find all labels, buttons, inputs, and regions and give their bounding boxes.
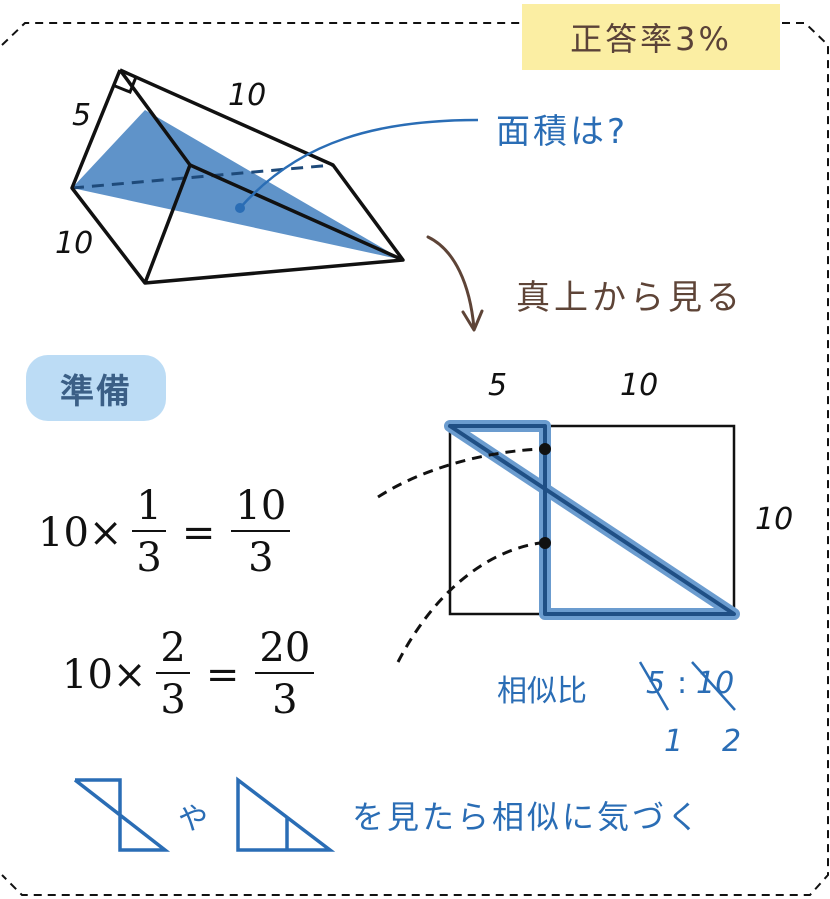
eq1-lhs: 10× xyxy=(38,510,123,556)
equation-2: 10× 2 3 = 20 3 xyxy=(62,624,324,726)
ratio-separator: : xyxy=(677,666,688,701)
eq1-result-denominator: 3 xyxy=(248,535,274,581)
similarity-ratio-label: 相似比 xyxy=(497,674,587,709)
prism-label-5: 5 xyxy=(72,98,92,133)
tip-text: を見たら相似に気づく xyxy=(352,798,703,836)
badge-label: 正答率3% xyxy=(570,20,732,58)
eq2-result-denominator: 3 xyxy=(272,677,298,723)
ratio-a-reduced: 1 xyxy=(664,724,684,759)
hourglass-triangles-icon xyxy=(73,778,171,852)
ratio-b: 10 xyxy=(696,666,735,701)
preparation-badge: 準備 xyxy=(26,355,166,421)
prism-figure xyxy=(70,68,479,285)
eq2-fraction: 2 3 xyxy=(156,624,190,726)
nested-triangle-icon xyxy=(236,776,336,852)
topview-label-top-10: 10 xyxy=(620,368,659,403)
eq1-equals: = xyxy=(181,510,216,556)
down-arrow-icon xyxy=(426,235,484,332)
ratio-a: 5 xyxy=(646,666,666,701)
eq2-result-numerator: 20 xyxy=(259,625,311,671)
correct-rate-badge: 正答率3% xyxy=(522,4,780,70)
topview-label-right-10: 10 xyxy=(755,502,794,537)
area-question: 面積は? xyxy=(496,112,629,152)
eq2-result-fraction: 20 3 xyxy=(255,624,315,726)
ratio-strike-marks xyxy=(638,661,736,711)
eq1-denominator: 3 xyxy=(136,535,162,581)
equation-1: 10× 1 3 = 10 3 xyxy=(38,482,300,584)
eq1-result-fraction: 10 3 xyxy=(231,482,291,584)
eq2-denominator: 3 xyxy=(160,677,186,723)
prism-label-left-10: 10 xyxy=(55,226,94,261)
eq1-result-numerator: 10 xyxy=(235,483,287,529)
dashed-frame xyxy=(1,22,829,896)
tip-connector: や xyxy=(178,802,208,837)
eq1-numerator: 1 xyxy=(136,483,162,529)
eq2-lhs: 10× xyxy=(62,652,147,698)
eq1-fraction: 1 3 xyxy=(132,482,166,584)
topview-label-5: 5 xyxy=(488,368,508,403)
eq2-equals: = xyxy=(205,652,240,698)
preparation-label: 準備 xyxy=(60,371,132,412)
prism-label-top-10: 10 xyxy=(228,78,267,113)
view-from-above-note: 真上から見る xyxy=(516,278,744,318)
eq2-numerator: 2 xyxy=(160,625,186,671)
top-view-figure xyxy=(377,420,740,663)
ratio-b-reduced: 2 xyxy=(722,724,742,759)
